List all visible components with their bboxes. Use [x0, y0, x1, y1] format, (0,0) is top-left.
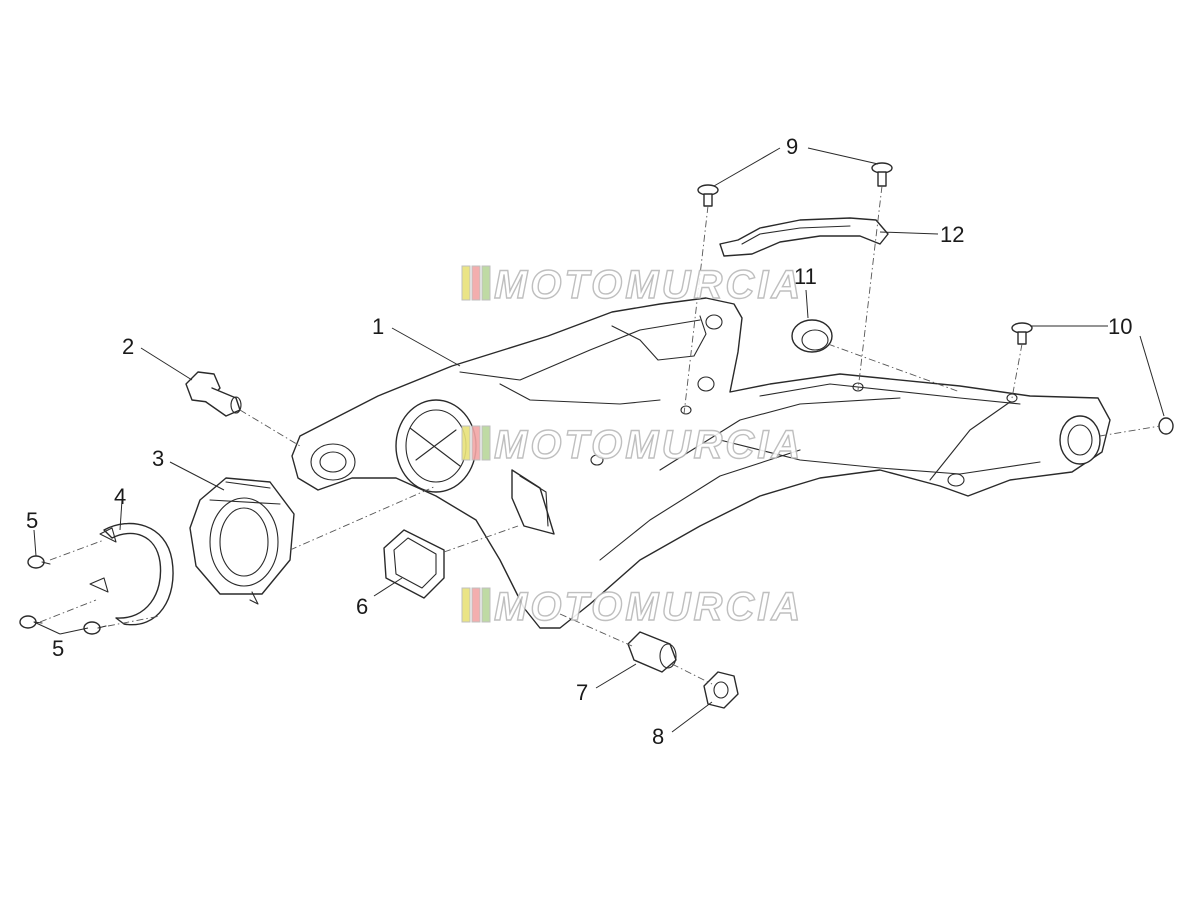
- cap-part: [791, 319, 833, 353]
- screw-part-lower-right: [83, 621, 107, 635]
- swingarm-part: [291, 297, 1111, 629]
- callout-2: 2: [122, 334, 134, 359]
- callout-5-lower: 5: [52, 636, 64, 661]
- screw-part-10-top: [1011, 322, 1033, 345]
- callouts: 1 2 3 4 5 5 6 7 8 9 10 11 12: [26, 134, 1132, 749]
- pivot-bolt-part: [185, 371, 242, 417]
- callout-9: 9: [786, 134, 798, 159]
- watermark-text-top: MOTOMURCIA: [494, 263, 803, 307]
- gasket-part: [383, 529, 445, 599]
- callout-12: 12: [940, 222, 964, 247]
- watermark-text-bottom: MOTOMURCIA: [494, 585, 803, 629]
- callout-10: 10: [1108, 314, 1132, 339]
- leader-lines: [33, 147, 1165, 733]
- screw-part-9-left: [697, 184, 719, 207]
- assembly-axes: [39, 185, 1161, 685]
- nut-part: [703, 671, 739, 709]
- callout-3: 3: [152, 446, 164, 471]
- screw-part-upper: [27, 555, 51, 569]
- callout-8: 8: [652, 724, 664, 749]
- callout-4: 4: [114, 484, 126, 509]
- watermark-middle: MOTOMURCIA: [461, 422, 803, 468]
- callout-1: 1: [372, 314, 384, 339]
- callout-6: 6: [356, 594, 368, 619]
- screw-part-lower-left: [19, 615, 43, 629]
- watermark-top: MOTOMURCIA: [461, 262, 803, 308]
- bracket-part: [719, 217, 889, 257]
- callout-7: 7: [576, 680, 588, 705]
- watermark-text-middle: MOTOMURCIA: [494, 423, 803, 467]
- bushing-part: [627, 631, 677, 673]
- screw-part-9-right: [871, 162, 893, 187]
- callout-11: 11: [794, 264, 817, 289]
- boot-part: [189, 477, 295, 605]
- callout-5-upper: 5: [26, 508, 38, 533]
- watermark-bottom: MOTOMURCIA: [461, 584, 803, 630]
- clamp-ring-part: [89, 522, 174, 626]
- screw-part-10-right: [1158, 417, 1174, 435]
